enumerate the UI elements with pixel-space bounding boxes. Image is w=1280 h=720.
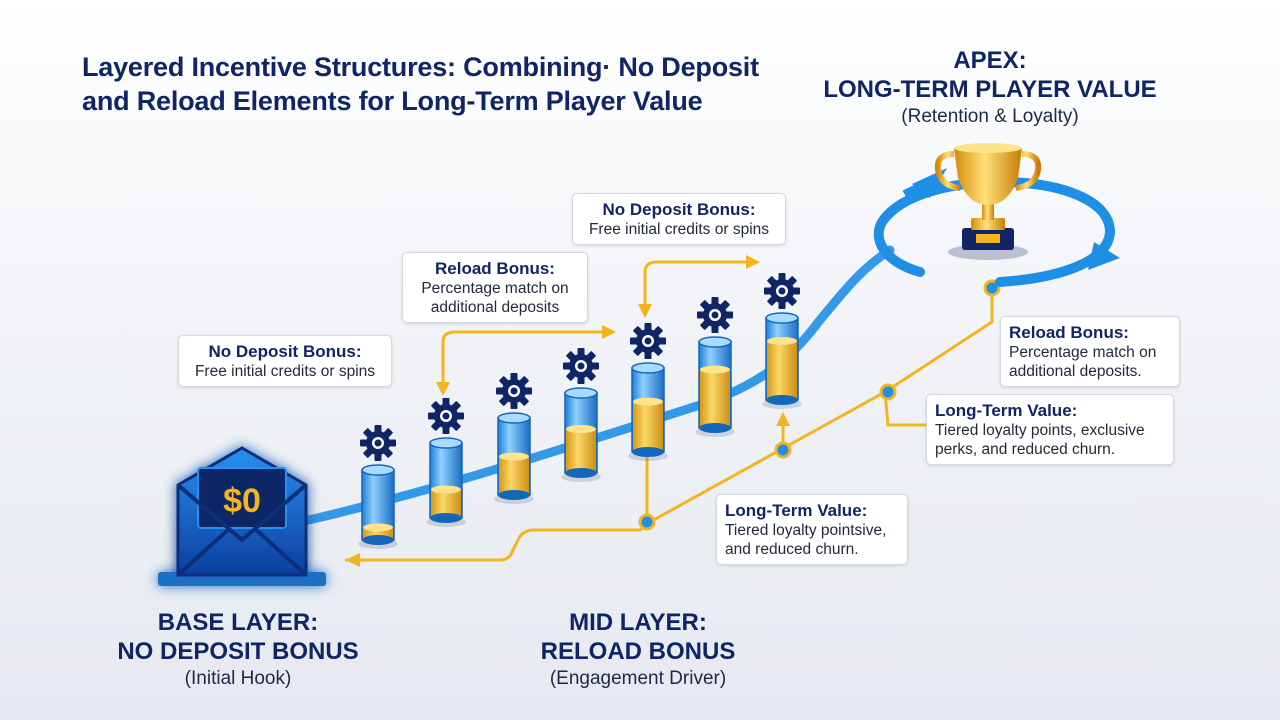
gear-icon (563, 348, 599, 384)
base-label-line2: NO DEPOSIT BONUS (117, 638, 359, 665)
reward-cylinder (426, 437, 466, 527)
envelope-amount: $0 (223, 482, 261, 520)
apex-label-line2: LONG-TERM PLAYER VALUE (823, 76, 1157, 103)
mid-label: MID LAYER: RELOAD BONUS (Engagement Driv… (500, 608, 776, 692)
mid-label-sub: (Engagement Driver) (549, 668, 727, 689)
callout-title: Reload Bonus: (435, 259, 555, 278)
callout-title: Long-Term Value: (725, 501, 868, 520)
apex-label-line1: APEX: (953, 47, 1027, 74)
gear-icon (764, 273, 800, 309)
callout-body: additional deposits. (1009, 363, 1142, 380)
callout-long-term-mid: Long-Term Value: Tiered loyalty pointsiv… (716, 494, 908, 565)
title-line-2: and Reload Elements for Long-Term Player… (82, 86, 703, 116)
trophy-icon (934, 143, 1042, 260)
base-label-sub: (Initial Hook) (184, 668, 292, 689)
node-dots (638, 279, 1001, 531)
mid-label-line2: RELOAD BONUS (540, 638, 736, 665)
gold-arrowheads (345, 255, 790, 567)
reward-cylinder (628, 362, 668, 461)
callout-reload-mid: Reload Bonus: Percentage match on additi… (402, 252, 588, 323)
gear-icon (360, 425, 396, 461)
reward-cylinder (494, 412, 534, 504)
title-line-1: Layered Incentive Structures: Combining·… (82, 52, 759, 82)
reward-cylinder (561, 387, 601, 482)
envelope-icon (158, 446, 326, 586)
gear-icon (630, 323, 666, 359)
callout-title: Reload Bonus: (1009, 323, 1129, 342)
callout-body: and reduced churn. (725, 541, 859, 558)
base-label: BASE LAYER: NO DEPOSIT BONUS (Initial Ho… (90, 608, 386, 692)
callout-body: Percentage match on (421, 280, 569, 297)
reward-cylinder (762, 312, 802, 409)
apex-label: APEX: LONG-TERM PLAYER VALUE (Retention … (820, 46, 1160, 130)
callout-body: Free initial credits or spins (588, 221, 770, 238)
callout-title: Long-Term Value: (935, 401, 1078, 420)
gear-icon (428, 398, 464, 434)
callout-body: Free initial credits or spins (194, 363, 376, 380)
callout-no-deposit-top: No Deposit Bonus: Free initial credits o… (572, 193, 786, 245)
apex-label-sub: (Retention & Loyalty) (901, 106, 1079, 127)
reward-cylinder (695, 336, 735, 437)
gear-icon (697, 297, 733, 333)
base-label-line1: BASE LAYER: (157, 609, 319, 636)
callout-body: Percentage match on (1009, 344, 1157, 361)
mid-label-line1: MID LAYER: (569, 609, 707, 636)
page-title: Layered Incentive Structures: Combining·… (82, 50, 842, 118)
callout-body: Tiered loyalty points, exclusive (935, 422, 1145, 439)
reward-cylinder (358, 464, 398, 549)
callout-body: perks, and reduced churn. (935, 441, 1116, 458)
callout-reload-right: Reload Bonus: Percentage match on additi… (1000, 316, 1180, 387)
gear-icon (496, 373, 532, 409)
callout-title: No Deposit Bonus: (208, 342, 362, 361)
callout-body: Tiered loyalty pointsive, (725, 522, 887, 539)
callout-body: additional deposits (430, 299, 560, 316)
callout-title: No Deposit Bonus: (602, 200, 756, 219)
callout-no-deposit-left: No Deposit Bonus: Free initial credits o… (178, 335, 392, 387)
callout-long-term-right: Long-Term Value: Tiered loyalty points, … (926, 394, 1174, 465)
cylinder-group (358, 273, 802, 549)
